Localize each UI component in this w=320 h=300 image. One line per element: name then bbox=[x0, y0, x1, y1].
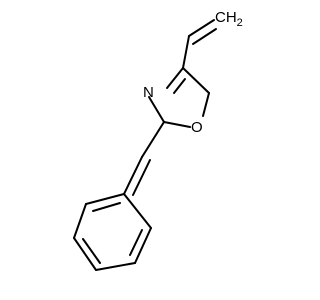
bond-c4-vinyl bbox=[182, 35, 190, 69]
bond-c2-alkene bbox=[141, 121, 165, 158]
bond-ph-4 bbox=[73, 203, 87, 239]
styryl-linker bbox=[123, 121, 165, 196]
bond-ph-inner-c bbox=[92, 202, 121, 212]
ch2-subscript: 2 bbox=[237, 17, 243, 29]
bond-c2-n3 bbox=[148, 96, 165, 123]
vinyl-group bbox=[182, 19, 217, 69]
bond-c5-o1 bbox=[202, 92, 210, 117]
molecule-structure: N O CH2 bbox=[73, 9, 243, 271]
oxygen-label: O bbox=[191, 119, 203, 136]
bond-ph-inner-b bbox=[82, 238, 101, 264]
bond-c4-c5 bbox=[182, 67, 210, 94]
bond-ph-3 bbox=[73, 237, 97, 271]
bond-o1-c2 bbox=[163, 121, 191, 128]
bond-alkene-outer bbox=[123, 156, 143, 195]
ch2-text: CH bbox=[215, 9, 237, 26]
ch2-label: CH2 bbox=[215, 9, 243, 29]
bond-ph-inner-a bbox=[129, 229, 143, 256]
bond-vinyl-double-outer bbox=[188, 19, 215, 37]
bond-ph-5 bbox=[85, 193, 125, 205]
nitrogen-label: N bbox=[143, 84, 154, 101]
bond-n3-c4 bbox=[166, 67, 184, 89]
oxazole-ring bbox=[148, 67, 210, 128]
structure-canvas: N O CH2 bbox=[73, 9, 243, 271]
bond-alkene-inner bbox=[132, 159, 151, 196]
bond-ph-2 bbox=[95, 262, 136, 271]
bond-phenyl-attach bbox=[123, 193, 152, 229]
phenyl-ring bbox=[73, 193, 152, 271]
bond-n3-c4-inner bbox=[173, 78, 186, 94]
bond-ph-1 bbox=[134, 227, 152, 264]
bond-vinyl-double-inner bbox=[192, 28, 217, 45]
